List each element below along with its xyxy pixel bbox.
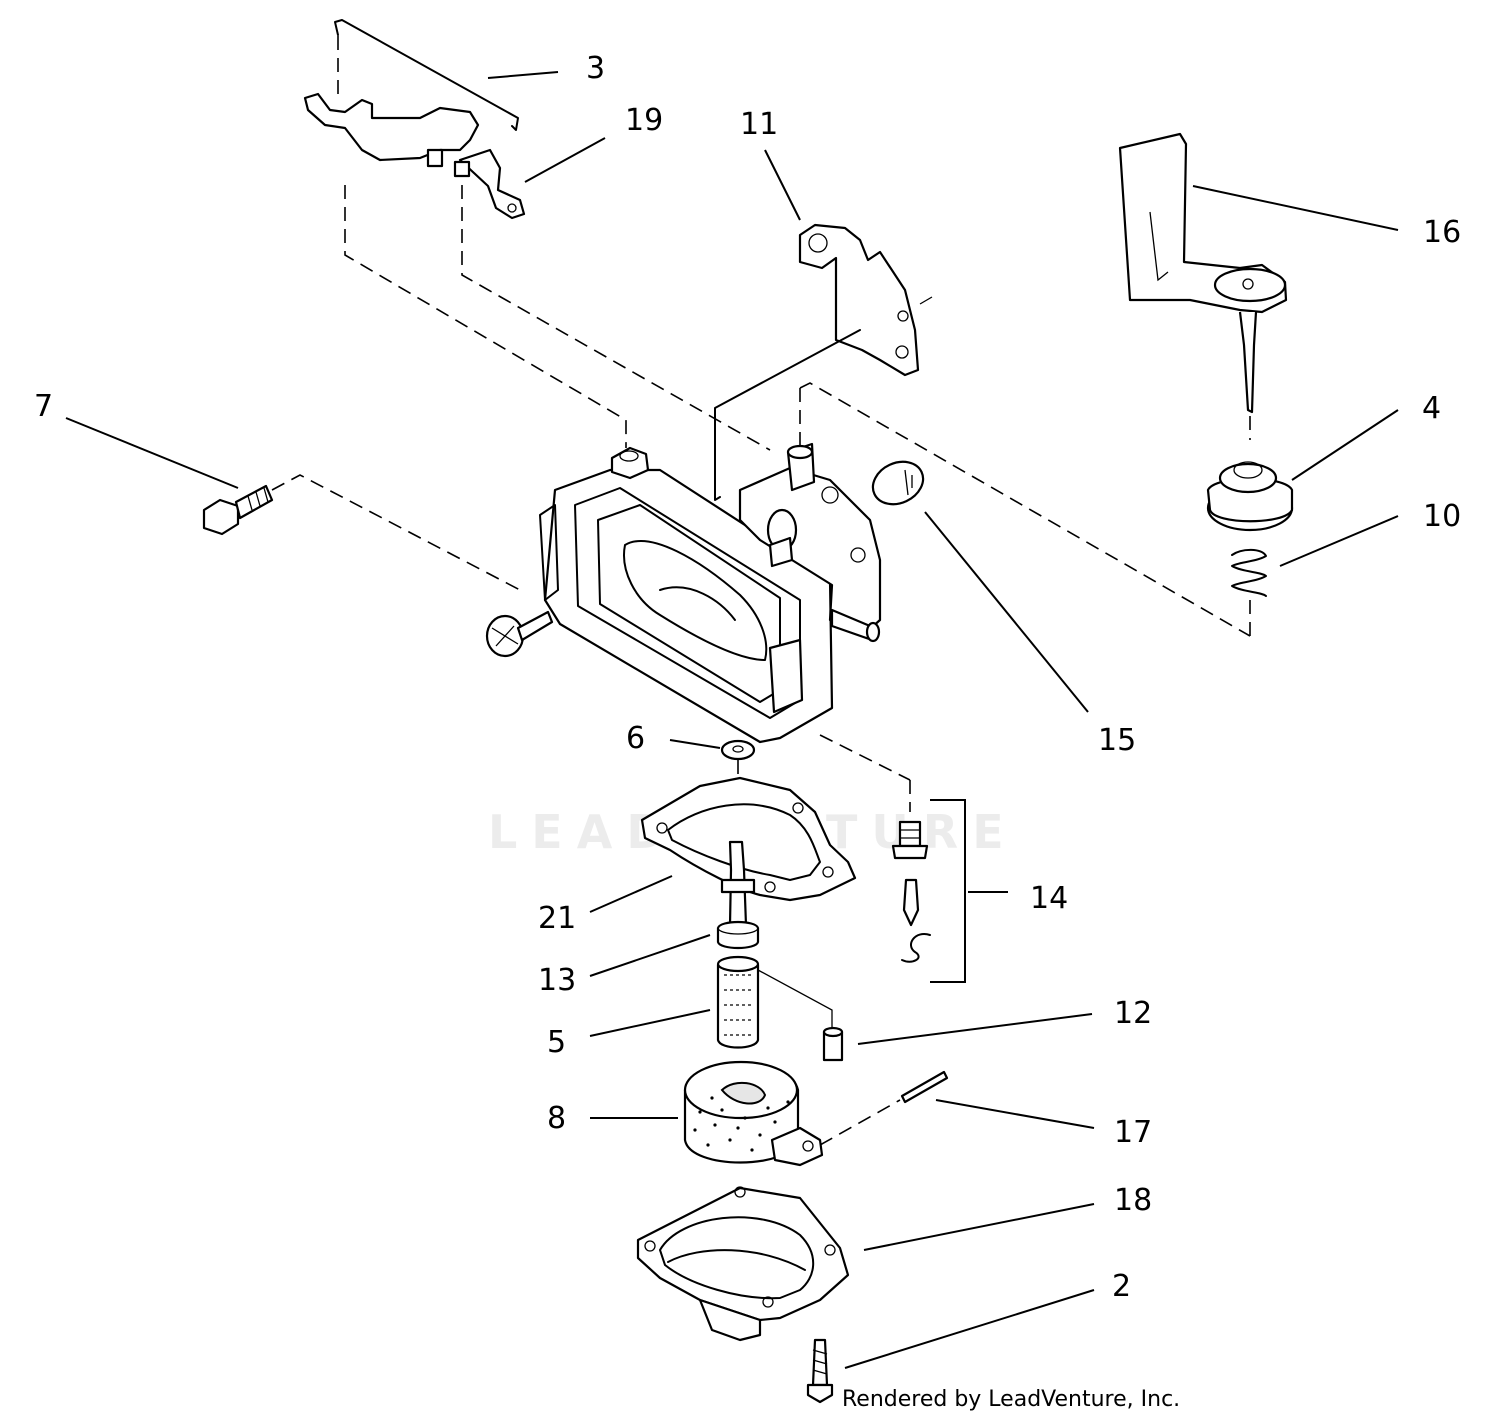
callout-16: 16 — [1423, 215, 1461, 250]
part-11-bracket — [798, 223, 933, 377]
callout-7: 7 — [34, 389, 53, 424]
callout-11: 11 — [740, 107, 778, 142]
part-3-link-wire — [334, 19, 519, 131]
callout-5: 5 — [547, 1025, 566, 1060]
part-10-spring — [1231, 548, 1267, 597]
part-15-throttle-plate — [871, 460, 925, 506]
callout-15: 15 — [1098, 723, 1136, 758]
callout-17: 17 — [1114, 1115, 1152, 1150]
part-14-valve-kit — [819, 734, 966, 983]
part-5-filter — [716, 955, 760, 1049]
part-6-washer — [720, 739, 756, 761]
callout-10: 10 — [1423, 499, 1461, 534]
callout-14: 14 — [1030, 881, 1068, 916]
callout-3: 3 — [586, 51, 605, 86]
part-13-nozzle — [716, 840, 760, 950]
part-12-plug — [822, 1026, 844, 1062]
callout-12: 12 — [1114, 996, 1152, 1031]
callout-13: 13 — [538, 963, 576, 998]
callout-8: 8 — [547, 1101, 566, 1136]
part-4-valve — [1206, 461, 1294, 532]
carburetor-body — [539, 442, 882, 744]
callout-21: 21 — [538, 901, 576, 936]
part-16-fuel-pickup-arm — [1118, 132, 1288, 414]
credit-line: Rendered by LeadVenture, Inc. — [842, 1387, 1180, 1412]
callout-19: 19 — [625, 103, 663, 138]
callout-2: 2 — [1112, 1269, 1131, 1304]
part-19-governor-bracket — [303, 92, 526, 220]
part-18-float-bowl — [636, 1186, 850, 1342]
part-7-bolt — [202, 484, 274, 536]
part-8-float — [683, 1060, 824, 1167]
part-17-pin — [900, 1070, 949, 1104]
callout-4: 4 — [1422, 391, 1441, 426]
part-2-screw — [806, 1338, 834, 1404]
callout-6: 6 — [626, 721, 645, 756]
callout-18: 18 — [1114, 1183, 1152, 1218]
part-screw-left — [485, 610, 554, 658]
